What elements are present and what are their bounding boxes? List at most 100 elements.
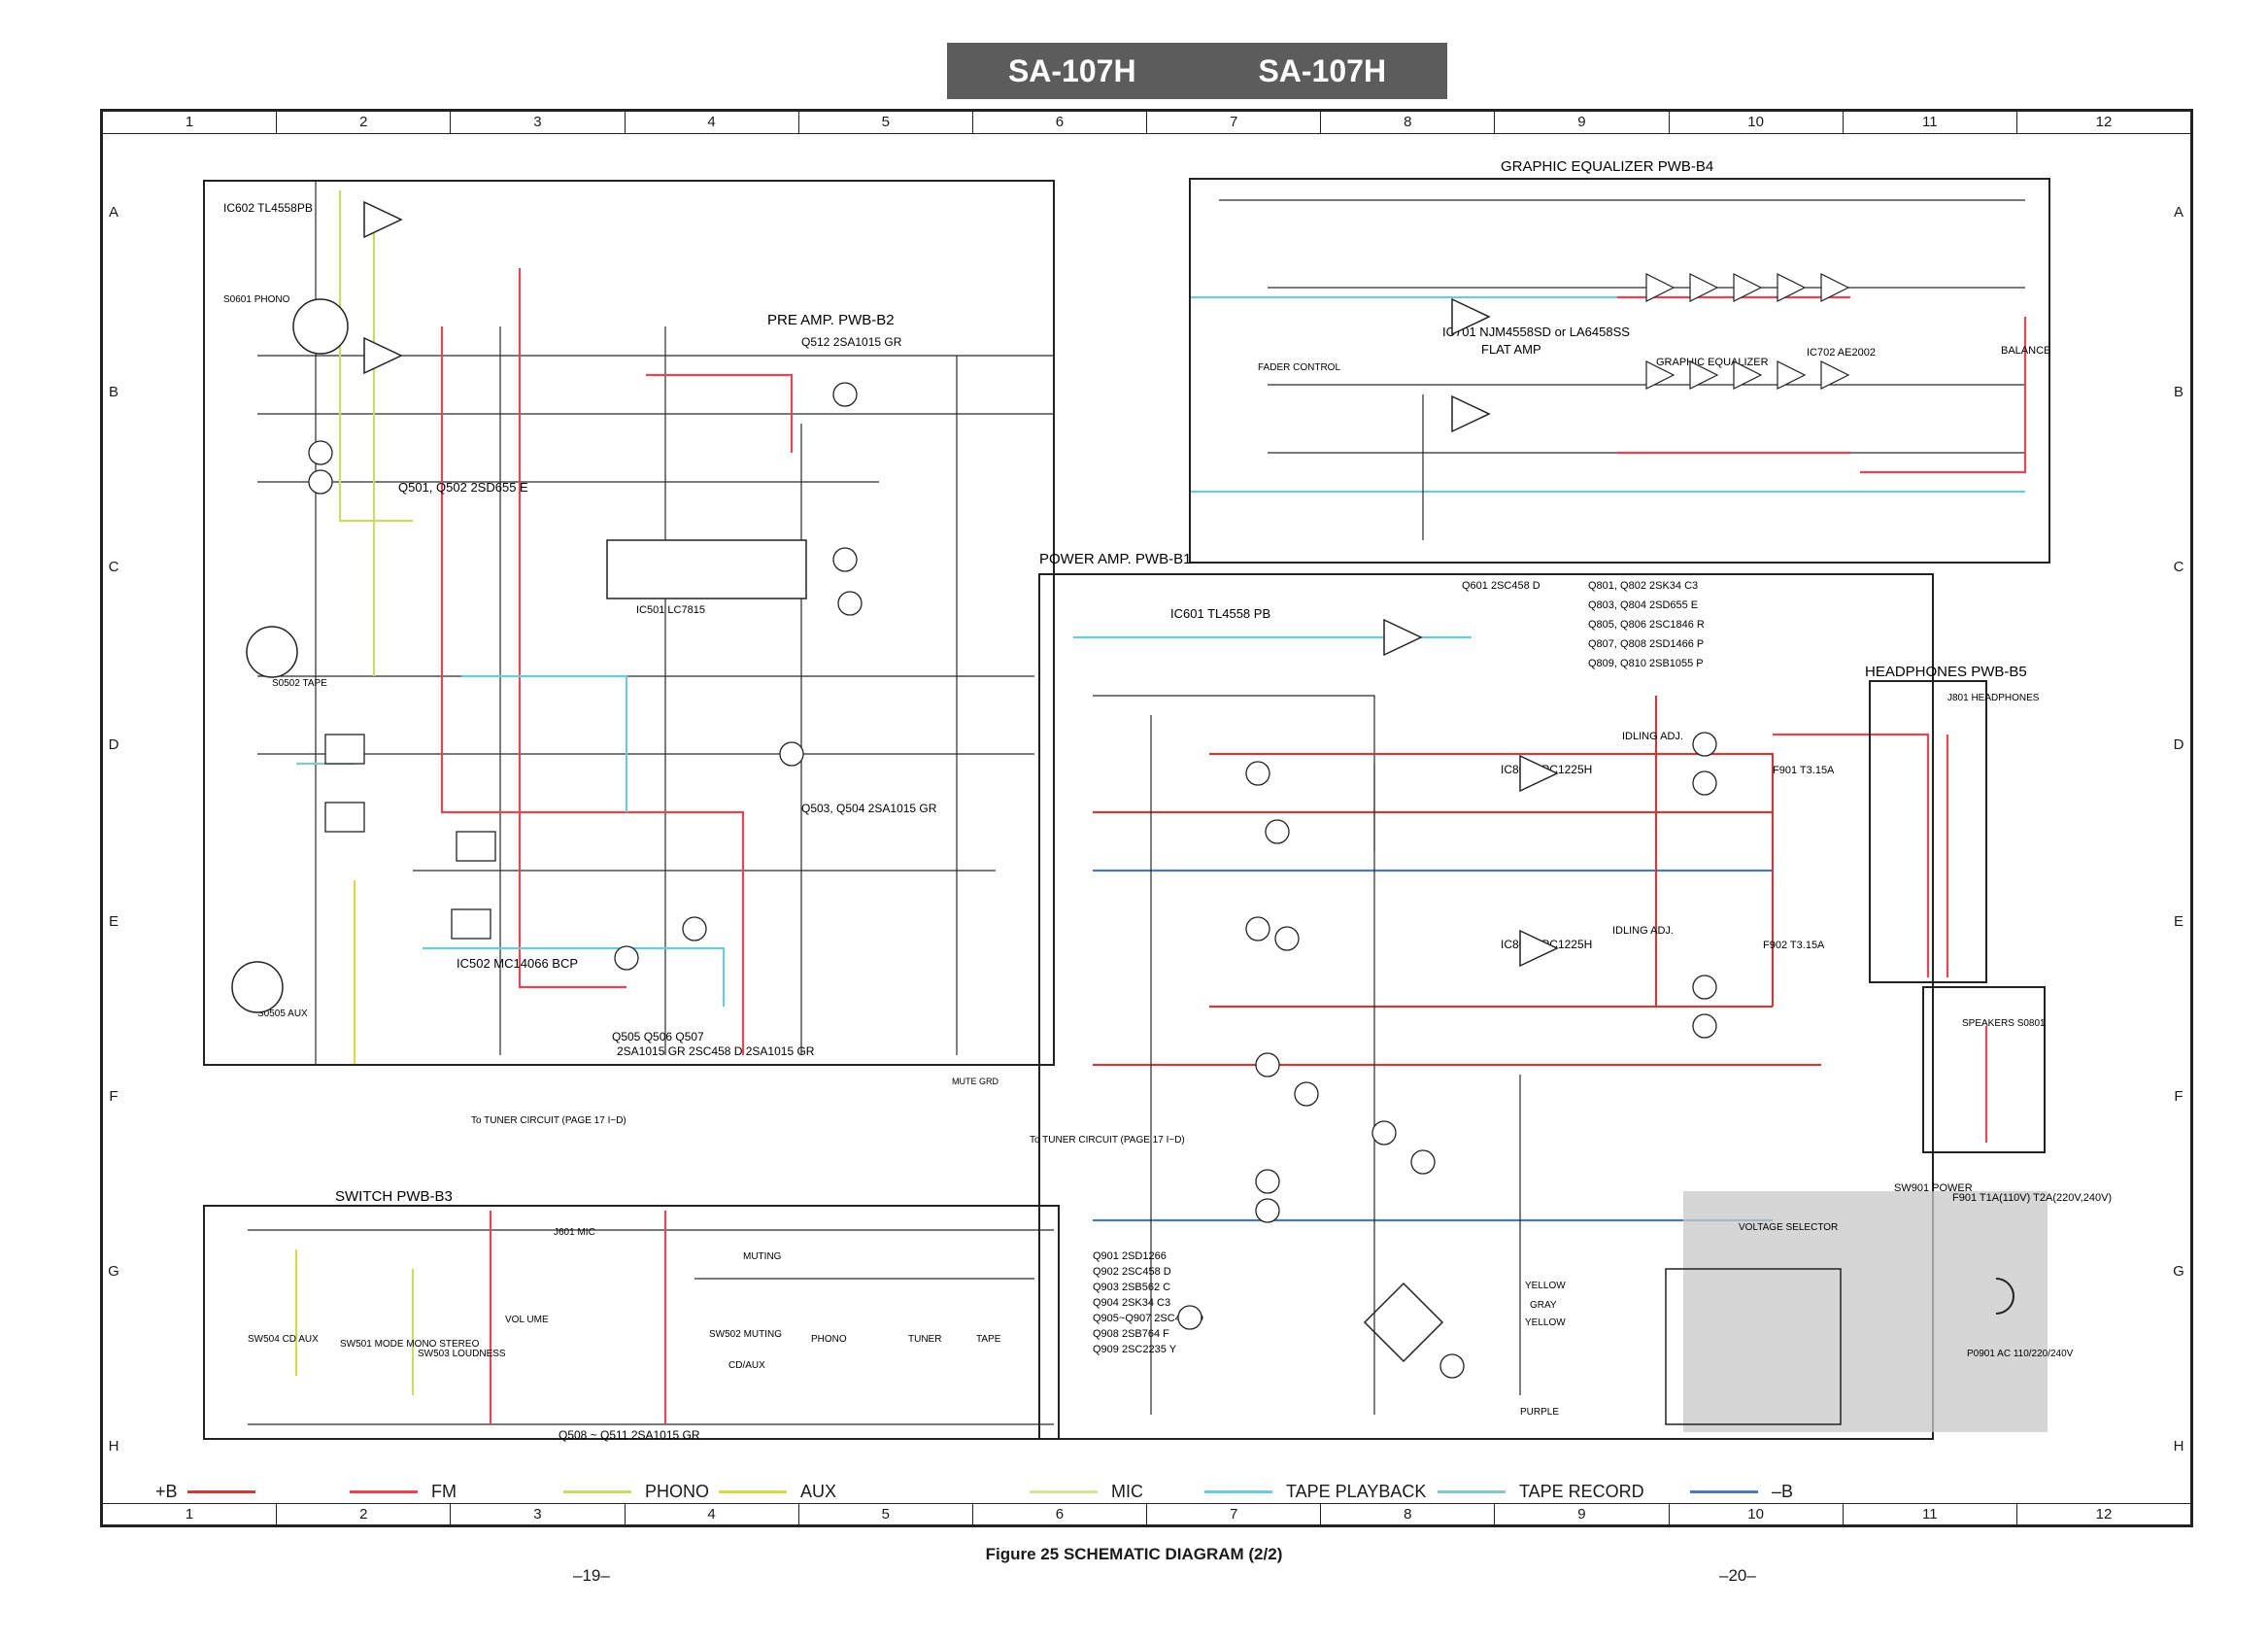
- grid-row-label: A: [2173, 204, 2183, 221]
- grid-row-label: A: [108, 204, 118, 221]
- volume-label: VOL UME: [505, 1315, 549, 1325]
- grid-column-label: 11: [1844, 112, 2017, 133]
- tape-jack: [246, 626, 298, 678]
- transistor-spec: Q901 2SD1266: [1093, 1250, 1167, 1262]
- op-amp-symbol: [1383, 618, 1423, 657]
- to-tuner-label: To TUNER CIRCUIT (PAGE 17 I~D): [471, 1115, 626, 1126]
- pre-amp-title: PRE AMP. PWB-B2: [767, 312, 895, 328]
- grid-row-label: E: [108, 913, 118, 930]
- speakers-board: [1922, 986, 2046, 1153]
- f901-label: F901 T3.15A: [1773, 765, 1835, 776]
- page-number-right: –20–: [1719, 1566, 1756, 1585]
- bridge-rectifier: [1363, 1282, 1444, 1363]
- aux-jack: [231, 961, 284, 1013]
- switch-board: [203, 1205, 1060, 1440]
- legend-swatch: [1438, 1489, 1506, 1493]
- eq-band-amp: [1777, 360, 1807, 390]
- cd-aux-label: CD/AUX: [728, 1360, 765, 1371]
- transistor-spec: Q803, Q804 2SD655 E: [1588, 599, 1698, 611]
- grid-column-label: 4: [626, 112, 799, 133]
- headphones-jack-label: J801 HEADPHONES: [1947, 693, 2040, 703]
- phono-jack: [292, 298, 349, 355]
- ic502-gate: [324, 802, 365, 833]
- muting-label: MUTING: [743, 1251, 782, 1262]
- transistor-symbol: [1177, 1305, 1202, 1330]
- transistor-spec: Q801, Q802 2SK34 C3: [1588, 580, 1698, 592]
- transistor-spec: Q902 2SC458 D: [1093, 1266, 1171, 1278]
- f902-label: F902 T3.15A: [1763, 940, 1825, 951]
- fader-label: FADER CONTROL: [1258, 362, 1340, 373]
- transistor-symbol: [1410, 1149, 1436, 1175]
- transistor-spec: Q805, Q806 2SC1846 R: [1588, 619, 1705, 631]
- transistor-symbol: [308, 469, 333, 495]
- eq-band-amp: [1689, 273, 1719, 302]
- model-title-left: SA-107H: [1007, 52, 1136, 88]
- transistor-spec: Q807, Q808 2SD1466 P: [1588, 638, 1704, 650]
- plug-label: P0901 AC 110/220/240V: [1967, 1349, 2074, 1359]
- grid-column-label: 10: [1670, 112, 1844, 133]
- eq-band-amp: [1689, 360, 1719, 390]
- wire-trace: [338, 190, 413, 523]
- transistor-symbol: [1255, 1169, 1280, 1194]
- transistor-symbol: [1245, 761, 1270, 786]
- legend-item-minus-b: –B: [1690, 1477, 1793, 1506]
- yellow2-label: YELLOW: [1525, 1317, 1566, 1328]
- ic701-label: IC701 NJM4558SD or LA6458SS: [1442, 325, 1630, 339]
- grid-column-label: 12: [2095, 114, 2113, 130]
- eq-band-amp: [1645, 273, 1676, 302]
- wire-trace: [1093, 695, 1375, 851]
- q505-types-label: 2SA1015 GR 2SC458 D 2SA1015 GR: [617, 1044, 815, 1058]
- to-tuner2-label: To TUNER CIRCUIT (PAGE 17 I~D): [1030, 1135, 1185, 1146]
- tape-in-label: S0502 TAPE: [272, 678, 327, 689]
- switch-title: SWITCH PWB-B3: [335, 1188, 453, 1205]
- grid-column-label: 7: [1147, 112, 1322, 133]
- transistor-symbol: [1255, 1198, 1280, 1223]
- transistor-symbol: [614, 945, 639, 971]
- transistor-spec: Q905~Q907 2SC458 D: [1093, 1313, 1203, 1324]
- q503-label: Q503, Q504 2SA1015 GR: [801, 802, 937, 815]
- transistor-spec: Q909 2SC2235 Y: [1093, 1344, 1177, 1355]
- figure-caption: Figure 25 SCHEMATIC DIAGRAM (2/2): [985, 1545, 1283, 1563]
- grid-column-label: 1: [103, 1504, 278, 1525]
- transistor-spec: Q903 2SB562 C: [1093, 1282, 1170, 1293]
- transistor-spec: Q904 2SK34 C3: [1093, 1297, 1170, 1309]
- transistor-symbol: [1371, 1120, 1397, 1146]
- grid-column-label: 3: [451, 1504, 626, 1525]
- transistor-symbol: [682, 916, 707, 941]
- grid-row-label: C: [2173, 559, 2184, 575]
- grid-row-label: B: [2173, 384, 2183, 400]
- grid-column-label: 5: [799, 1504, 973, 1525]
- transistor-symbol: [308, 440, 333, 465]
- grid-row-label: C: [108, 559, 119, 575]
- grid-row-label: F: [2174, 1088, 2183, 1105]
- ic502-gate: [451, 908, 491, 940]
- mic-label: J601 MIC: [554, 1227, 595, 1238]
- speakers-label: SPEAKERS S0801: [1962, 1018, 2046, 1029]
- transistor-symbol: [1245, 916, 1270, 941]
- q512-label: Q512 2SA1015 GR: [801, 335, 902, 349]
- phono-label: PHONO: [811, 1334, 847, 1345]
- legend-item-tape-playback: TAPE PLAYBACK: [1204, 1477, 1426, 1506]
- grid-row-label: B: [108, 384, 118, 400]
- grid-column-label: 6: [973, 1504, 1148, 1525]
- grid-row-label: D: [108, 736, 119, 753]
- purple-label: PURPLE: [1520, 1407, 1559, 1418]
- transistor-symbol: [1692, 732, 1717, 757]
- sw504-label: SW504 CD AUX: [248, 1334, 319, 1345]
- phono-in-label: S0601 PHONO: [223, 294, 290, 305]
- wire-trace: [461, 674, 628, 812]
- sw503-label: SW503 LOUDNESS: [418, 1349, 506, 1359]
- model-title-right: SA-107H: [1258, 52, 1387, 88]
- legend-swatch: [563, 1489, 631, 1493]
- legend-swatch: [1204, 1489, 1272, 1493]
- tape-label: TAPE: [976, 1334, 1001, 1345]
- legend-item-fm: FM: [350, 1477, 457, 1506]
- grid-row-label: G: [108, 1263, 119, 1280]
- q508-label: Q508 ~ Q511 2SA1015 GR: [559, 1428, 700, 1442]
- legend-swatch: [350, 1489, 418, 1493]
- ic501-label: IC501 LC7815: [636, 604, 705, 616]
- grid-column-label: 9: [1495, 112, 1670, 133]
- ic601-label: IC601 TL4558 PB: [1170, 606, 1270, 621]
